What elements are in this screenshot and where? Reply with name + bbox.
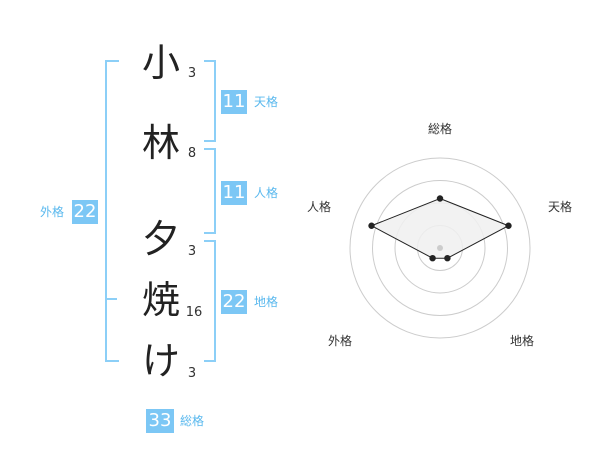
jin-label: 人格 — [254, 186, 279, 200]
radar-point-5 — [368, 222, 375, 229]
outer-bracket — [105, 60, 119, 362]
ten-value-box: 11 — [221, 90, 247, 114]
chi-value-box: 22 — [221, 290, 247, 314]
radar-axis-label-2: 天格 — [548, 199, 572, 214]
stroke-count-2: 8 — [187, 146, 197, 161]
radar-point-2 — [505, 222, 512, 229]
jin-value-box: 11 — [221, 181, 247, 205]
radar-point-4 — [429, 254, 436, 262]
radar-axis-label-4: 外格 — [328, 333, 352, 348]
ten-bracket — [204, 60, 216, 142]
gai-value-box: 22 — [72, 200, 98, 224]
radar-axis-label-5: 人格 — [307, 199, 331, 214]
ten-label: 天格 — [254, 95, 279, 109]
outer-bracket-tick — [105, 298, 117, 300]
stroke-count-5: 3 — [187, 366, 197, 381]
name-char-5: け — [141, 339, 180, 383]
name-char-4: 焼 — [141, 278, 180, 322]
radar-center-dot — [437, 245, 443, 251]
stroke-count-1: 3 — [187, 66, 197, 81]
radar-point-1 — [436, 195, 444, 202]
radar-axis-label-3: 地格 — [510, 333, 534, 348]
name-char-3: 夕 — [141, 217, 180, 261]
gai-label: 外格 — [40, 205, 65, 219]
stroke-count-4: 16 — [185, 305, 203, 320]
stroke-count-3: 3 — [187, 244, 197, 259]
chi-bracket — [204, 240, 216, 362]
radar-grid-ring — [372, 180, 508, 316]
so-value-box: 33 — [146, 409, 174, 433]
radar-axis-label-1: 総格 — [428, 121, 452, 136]
radar-grid-ring — [349, 157, 531, 339]
name-char-2: 林 — [141, 121, 180, 165]
chi-label: 地格 — [254, 295, 279, 309]
name-char-1: 小 — [141, 41, 180, 85]
so-label: 総格 — [180, 414, 205, 428]
radar-data-polygon — [370, 197, 510, 259]
radar-point-3 — [444, 254, 451, 262]
jin-bracket — [204, 148, 216, 234]
